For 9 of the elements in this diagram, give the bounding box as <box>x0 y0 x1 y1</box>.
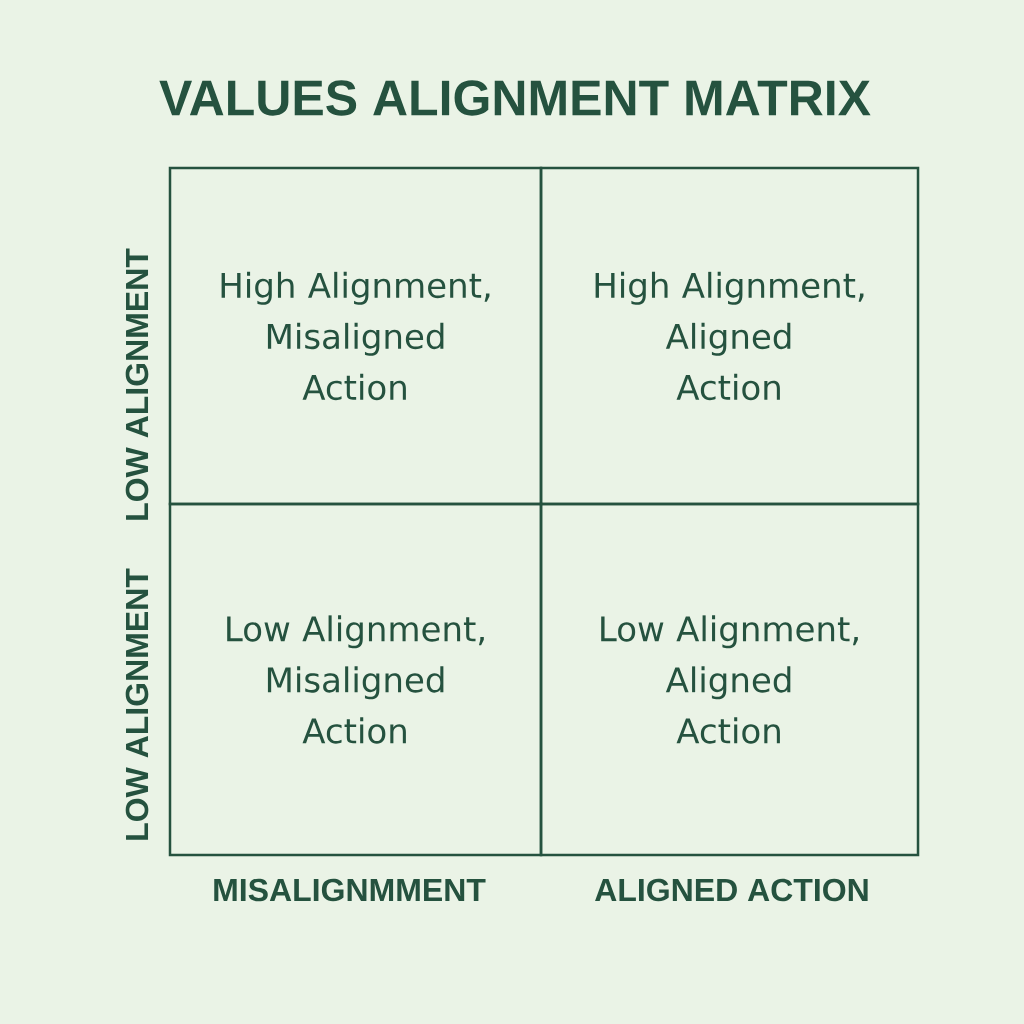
quadrant-box: High Alignment, Misaligned Action <box>168 166 543 506</box>
axis-label: ALIGNED ACTION <box>595 878 868 902</box>
quadrant-box: Low Alignment, Misaligned Action <box>168 502 543 857</box>
title: VALUES ALIGNMENT MATRIX <box>159 80 871 116</box>
axis-label: MISALIGNMMENT <box>214 878 486 902</box>
axis-label: LOW ALIGNMENT <box>125 248 149 520</box>
quadrant-box: Low Alignment, Aligned Action <box>539 502 920 857</box>
quadrant-box: High Alignment, Aligned Action <box>539 166 920 506</box>
axis-label: LOW ALIGNMENT <box>125 568 149 840</box>
